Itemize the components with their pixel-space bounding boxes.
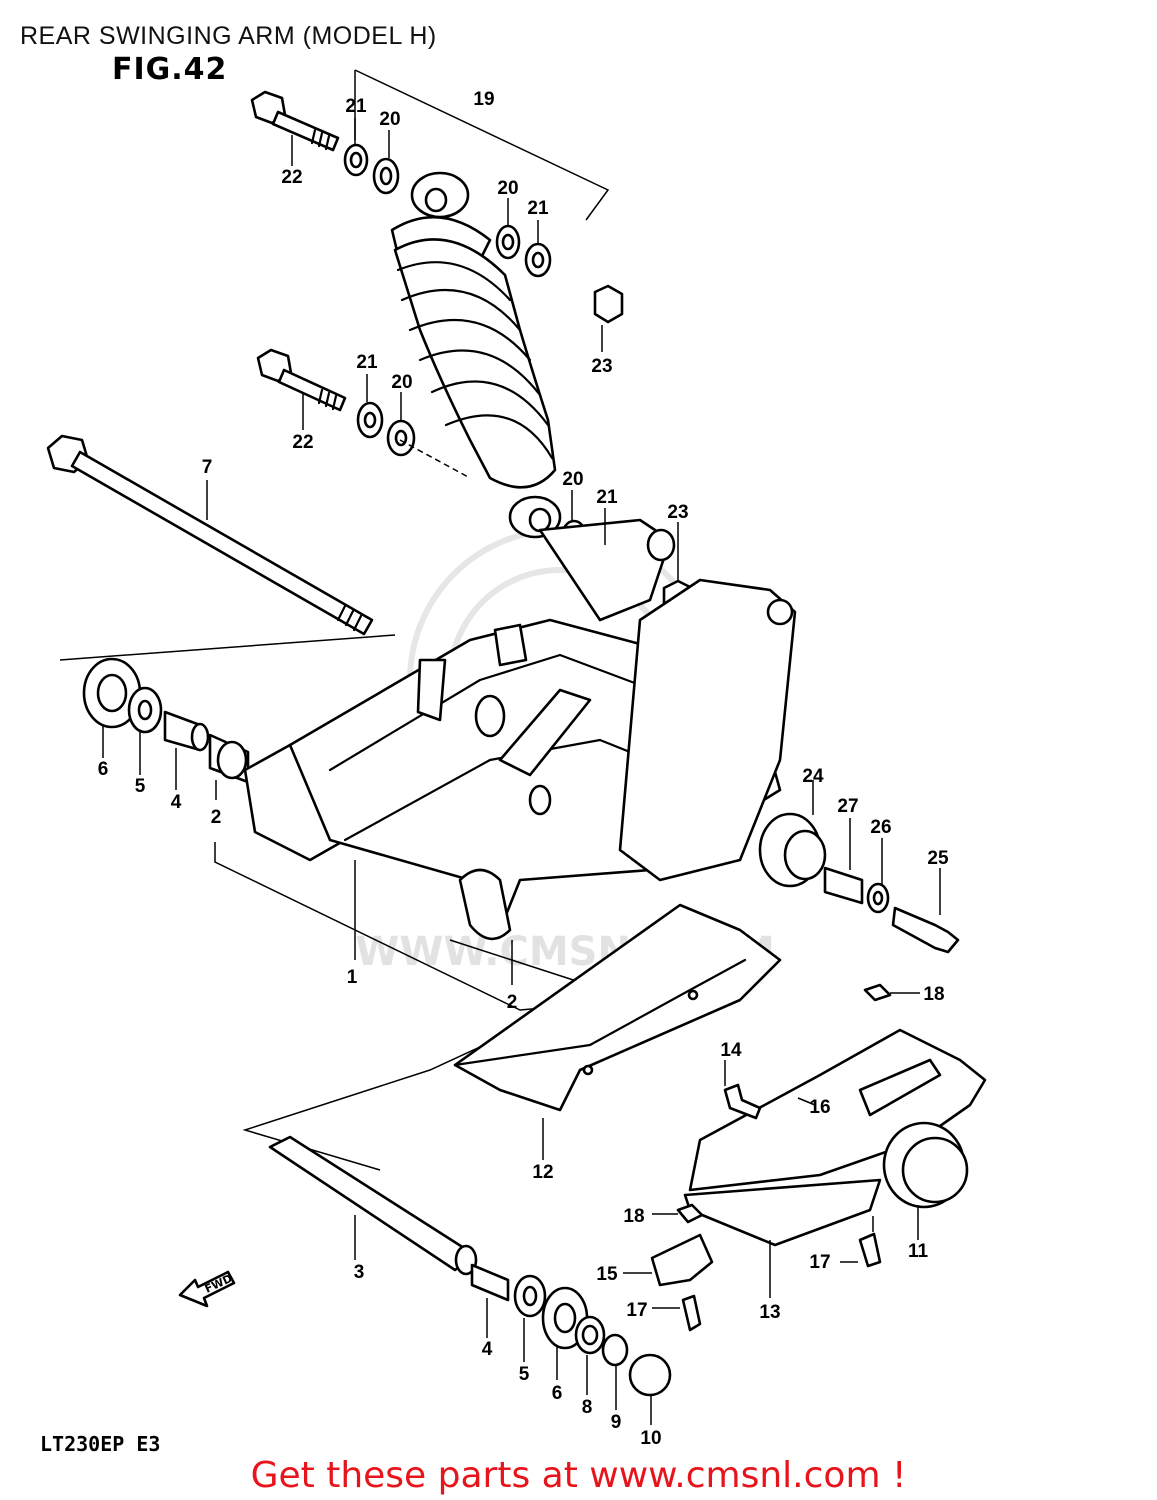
figure-number: FIG.42 [112,52,228,87]
callout-20: 20 [391,372,412,393]
callout-22: 22 [292,432,313,453]
callout-4: 4 [482,1339,493,1360]
swing-arm-1 [243,518,797,941]
callout-8: 8 [582,1397,593,1418]
callout-2: 2 [507,992,518,1013]
callout-18: 18 [923,984,944,1005]
callout-19: 19 [473,89,494,110]
callout-6: 6 [552,1383,563,1404]
small-hardware [650,1083,882,1332]
callout-20: 20 [379,109,400,130]
callout-2: 2 [211,807,222,828]
callout-17: 17 [626,1300,647,1321]
callout-labels: 1 2 2 3 4 4 5 5 6 6 7 8 9 10 11 12 13 14… [98,89,949,1449]
left-pivot-parts [82,657,250,784]
pivot-tube-3 [268,1135,478,1276]
callout-5: 5 [135,776,146,797]
shock-absorber [390,171,562,539]
callout-6: 6 [98,759,109,780]
callout-25: 25 [927,848,949,869]
upper-bolt-22 [250,90,340,152]
lower-bolt-22 [256,348,347,412]
callout-1: 1 [347,967,358,988]
right-pivot-parts [758,812,960,954]
callout-27: 27 [837,796,858,817]
callout-3: 3 [354,1262,365,1283]
callout-20: 20 [497,178,518,199]
skid-plate-13 [683,983,987,1247]
chain-guard-12 [453,903,782,1112]
promo-link[interactable]: Get these parts at www.cmsnl.com ! [250,1455,907,1496]
callout-14: 14 [720,1040,742,1061]
callout-16: 16 [809,1097,830,1118]
callout-21: 21 [596,487,618,508]
callout-18: 18 [623,1206,644,1227]
model-code: LT230EP E3 [40,1432,161,1456]
callout-26: 26 [870,817,891,838]
callout-9: 9 [611,1412,622,1433]
callout-10: 10 [640,1428,661,1449]
callout-7: 7 [202,457,213,478]
callout-21: 21 [527,198,549,219]
callout-23: 23 [667,502,688,523]
pivot-shaft-7 [46,434,374,636]
diagram-title: REAR SWINGING ARM (MODEL H) [20,22,437,50]
callout-13: 13 [759,1302,780,1323]
callout-23: 23 [591,356,612,377]
callout-15: 15 [596,1264,618,1285]
callout-21: 21 [345,96,367,117]
lower-bearing-stack [470,1263,672,1397]
callout-24: 24 [802,766,824,787]
callout-5: 5 [519,1364,530,1385]
callout-12: 12 [532,1162,553,1183]
callout-17: 17 [809,1252,830,1273]
callout-4: 4 [171,792,182,813]
fwd-direction-arrow: FWD [178,1270,236,1308]
callout-21: 21 [356,352,378,373]
callout-22: 22 [281,167,302,188]
callout-20: 20 [562,469,583,490]
callout-11: 11 [908,1241,929,1262]
